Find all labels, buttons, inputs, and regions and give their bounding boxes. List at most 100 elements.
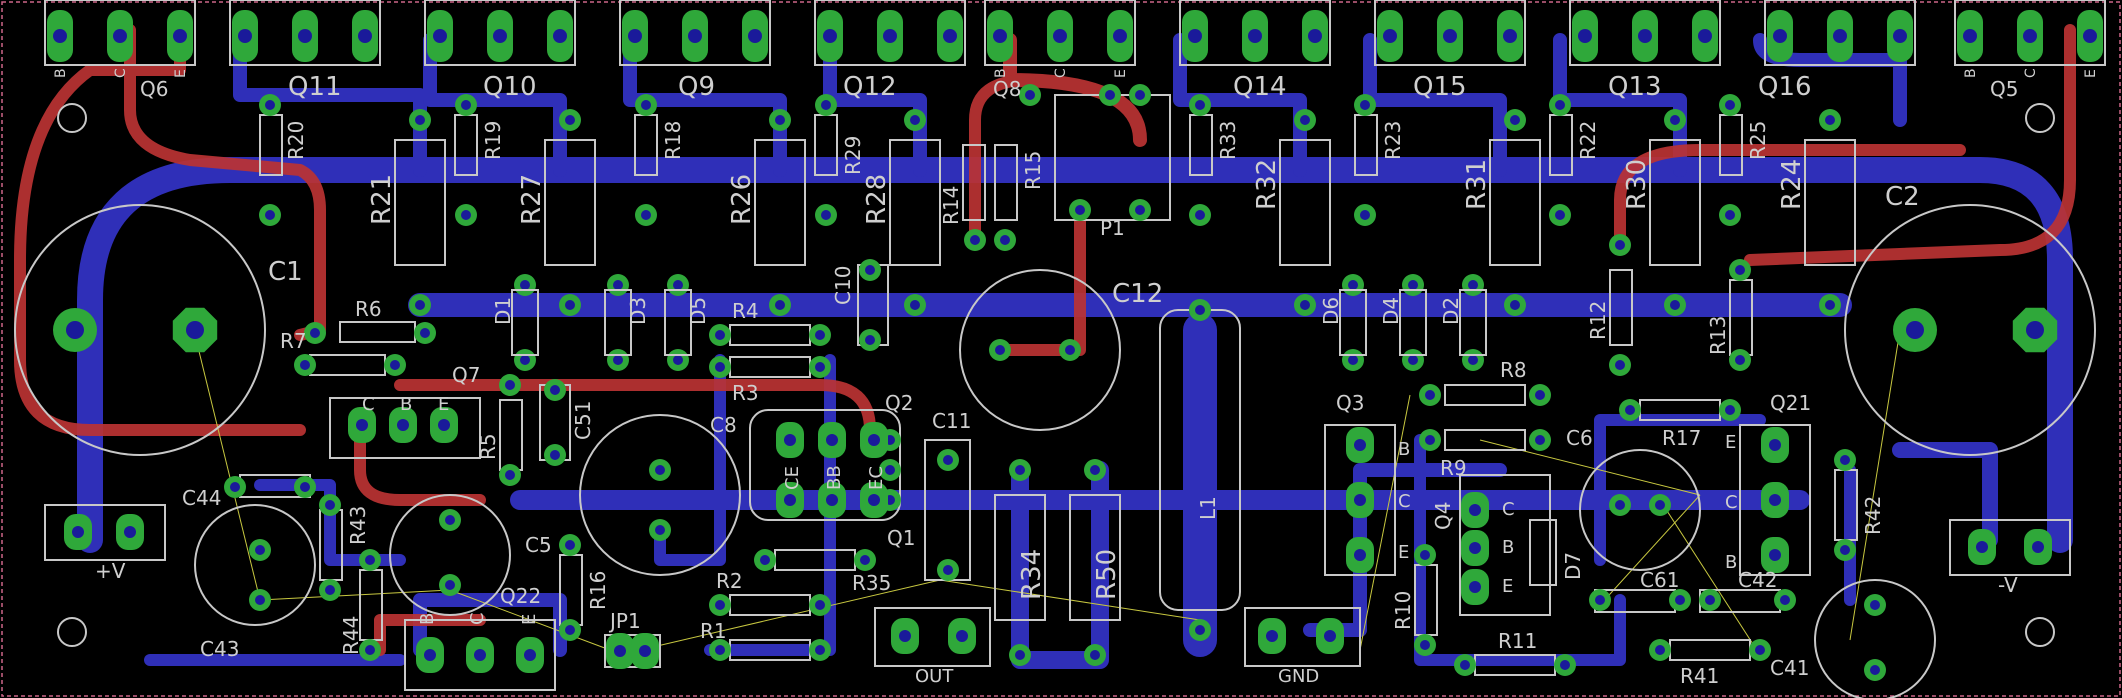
drill bbox=[520, 280, 530, 290]
drill bbox=[173, 29, 187, 43]
r50-body bbox=[1069, 494, 1121, 621]
conn-minus-v-outline bbox=[1949, 519, 2071, 576]
label-r5: R5 bbox=[476, 433, 500, 460]
label-c42: C42 bbox=[1738, 568, 1777, 592]
drill bbox=[300, 360, 310, 370]
drill bbox=[365, 555, 375, 565]
label-c61: C61 bbox=[1640, 568, 1679, 592]
label-q15: Q15 bbox=[1413, 72, 1467, 102]
drill bbox=[325, 500, 335, 510]
label-r18: R18 bbox=[661, 121, 685, 160]
drill bbox=[520, 355, 530, 365]
drill bbox=[1468, 355, 1478, 365]
pin-letters: C B E B C E C B E E C B B C E bbox=[362, 394, 1738, 625]
drill bbox=[1615, 240, 1625, 250]
label-c11: C11 bbox=[932, 409, 971, 433]
mount-hole-tr bbox=[2025, 103, 2055, 133]
label-q2-ce: CE bbox=[782, 466, 803, 490]
drill bbox=[1195, 210, 1205, 220]
to220-outline bbox=[984, 0, 1136, 66]
top-transistor-9 bbox=[1569, 0, 1721, 66]
r34-body bbox=[994, 494, 1046, 621]
drill bbox=[1755, 645, 1765, 655]
label-r6: R6 bbox=[355, 297, 382, 321]
trace-q12 bbox=[823, 33, 927, 177]
drill bbox=[1420, 550, 1430, 560]
drill bbox=[1425, 390, 1435, 400]
drill bbox=[639, 645, 651, 657]
label-r23: R23 bbox=[1381, 121, 1405, 160]
label-jp1: JP1 bbox=[608, 609, 641, 633]
cap-c1-outline bbox=[14, 204, 266, 456]
label-q21: Q21 bbox=[1770, 391, 1811, 415]
drill bbox=[823, 29, 837, 43]
q7-pin-b: B bbox=[400, 394, 412, 415]
pin-letter: B bbox=[1963, 68, 1979, 78]
drill bbox=[1670, 115, 1680, 125]
pads bbox=[53, 84, 2058, 681]
drill bbox=[255, 545, 265, 555]
q4-pin-c: C bbox=[1502, 499, 1515, 520]
label-r7: R7 bbox=[280, 329, 307, 353]
drill bbox=[1195, 305, 1205, 315]
drill bbox=[1870, 600, 1880, 610]
drill bbox=[358, 29, 372, 43]
to220-outline bbox=[1954, 0, 2106, 66]
drill bbox=[865, 335, 875, 345]
pin-letter: E bbox=[2083, 69, 2099, 78]
drill bbox=[1675, 595, 1685, 605]
drill bbox=[1725, 100, 1735, 110]
label-c43: C43 bbox=[200, 637, 239, 661]
drill bbox=[1638, 29, 1652, 43]
q7-outline bbox=[329, 397, 481, 459]
drill bbox=[826, 434, 838, 446]
drill bbox=[553, 29, 567, 43]
cap-c41-outline bbox=[1814, 579, 1936, 698]
label-r27: R27 bbox=[517, 174, 547, 225]
drill bbox=[66, 321, 84, 339]
drill bbox=[1833, 29, 1847, 43]
label-p1: P1 bbox=[1100, 216, 1125, 240]
to220-outline bbox=[1374, 0, 1526, 66]
label-c10: C10 bbox=[831, 266, 855, 305]
top-transistor-3 bbox=[424, 0, 576, 66]
drill bbox=[868, 434, 880, 446]
drill bbox=[505, 380, 515, 390]
drill bbox=[565, 300, 575, 310]
label-r50: R50 bbox=[1092, 549, 1122, 600]
label-r10: R10 bbox=[1391, 591, 1415, 630]
drill bbox=[784, 494, 796, 506]
silkscreen-labels: Q6 Q11 Q10 Q9 Q12 Q8 Q14 Q15 Q13 Q16 Q5 … bbox=[95, 72, 2018, 688]
label-r20: R20 bbox=[284, 121, 308, 160]
conn-plus-v-outline bbox=[44, 504, 166, 561]
drill bbox=[943, 29, 957, 43]
drill bbox=[2023, 29, 2037, 43]
drill bbox=[445, 580, 455, 590]
label-gnd: GND bbox=[1278, 666, 1319, 687]
pin-letter: E bbox=[173, 69, 189, 78]
diode-bodies bbox=[511, 289, 1557, 586]
q3-pin-c: C bbox=[1398, 491, 1411, 512]
label-r2: R2 bbox=[716, 569, 743, 593]
drill bbox=[943, 455, 953, 465]
drill bbox=[1188, 29, 1202, 43]
pin-letter: B bbox=[993, 68, 1009, 78]
drill bbox=[505, 470, 515, 480]
label-c6: C6 bbox=[1566, 426, 1593, 450]
label-r33: R33 bbox=[1216, 121, 1240, 160]
drill bbox=[415, 115, 425, 125]
drill bbox=[565, 115, 575, 125]
label-d3: D3 bbox=[626, 297, 650, 325]
cap-c2-outline bbox=[1844, 204, 2096, 456]
label-r30: R30 bbox=[1622, 159, 1652, 210]
drill bbox=[1015, 650, 1025, 660]
drill bbox=[1670, 300, 1680, 310]
drill bbox=[1000, 235, 1010, 245]
drill bbox=[1025, 90, 1035, 100]
drill bbox=[1840, 455, 1850, 465]
r31-body bbox=[1489, 139, 1541, 266]
drill bbox=[438, 419, 450, 431]
drill bbox=[1510, 300, 1520, 310]
